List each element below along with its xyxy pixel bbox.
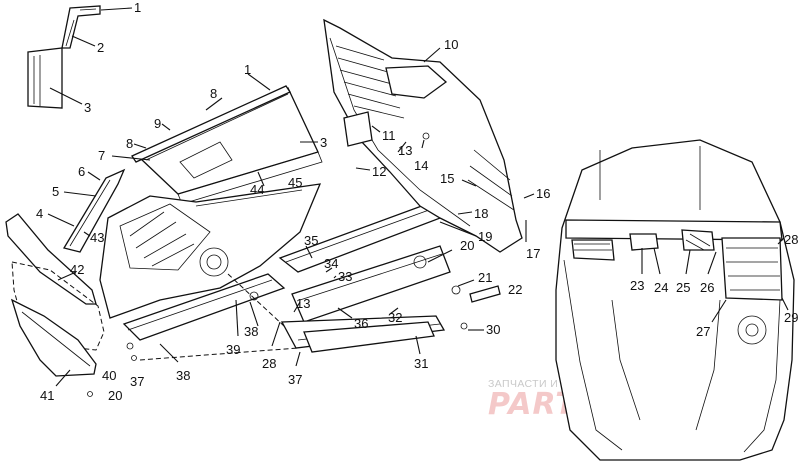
- callout-33: 33: [338, 269, 352, 284]
- callout-37: 37: [130, 374, 144, 389]
- side-trim: [47, 168, 126, 253]
- callout-16: 16: [536, 186, 550, 201]
- callout-20: 20: [108, 388, 122, 403]
- callout-28: 28: [262, 356, 276, 371]
- callout-13: 13: [398, 143, 412, 158]
- callout-7: 7: [98, 148, 105, 163]
- callout-43: 43: [90, 230, 104, 245]
- callout-8: 8: [126, 136, 133, 151]
- detail-inset-top-left: [27, 5, 133, 109]
- callout-6: 6: [78, 164, 85, 179]
- callout-26: 26: [700, 280, 714, 295]
- callout-2: 2: [97, 40, 104, 55]
- callout-19: 19: [478, 229, 492, 244]
- callout-29: 29: [784, 310, 798, 325]
- callout-45: 45: [288, 175, 302, 190]
- callouts: 1 2 3 1 8 9 3 8 7 6 5 4 43 44 45 42 41 2…: [36, 0, 798, 403]
- callout-30: 30: [486, 322, 500, 337]
- callout-1: 1: [244, 62, 251, 77]
- front-bumper: [5, 213, 105, 387]
- hood-body: [99, 171, 322, 319]
- callout-18: 18: [474, 206, 488, 221]
- callout-1: 1: [134, 0, 141, 15]
- callout-13: 13: [296, 296, 310, 311]
- callout-12: 12: [372, 164, 386, 179]
- callout-17: 17: [526, 246, 540, 261]
- callout-40: 40: [102, 368, 116, 383]
- callout-25: 25: [676, 280, 690, 295]
- side-panels: [122, 199, 484, 367]
- callout-23: 23: [630, 278, 644, 293]
- callout-9: 9: [154, 116, 161, 131]
- callout-10: 10: [444, 37, 458, 52]
- callout-11: 11: [382, 128, 396, 143]
- callout-8: 8: [210, 86, 217, 101]
- callout-37: 37: [288, 372, 302, 387]
- callout-35: 35: [304, 233, 318, 248]
- callout-38: 38: [176, 368, 190, 383]
- callout-38: 38: [244, 324, 258, 339]
- callout-44: 44: [250, 182, 264, 197]
- windshield: [111, 73, 323, 205]
- fasteners: [87, 249, 501, 397]
- callout-3: 3: [84, 100, 91, 115]
- callout-27: 27: [696, 324, 710, 339]
- callout-21: 21: [478, 270, 492, 285]
- callout-22: 22: [508, 282, 522, 297]
- callout-32: 32: [388, 310, 402, 325]
- callout-39: 39: [226, 342, 240, 357]
- callout-15: 15: [440, 171, 454, 186]
- callout-34: 34: [324, 256, 338, 271]
- callout-41: 41: [40, 388, 54, 403]
- callout-31: 31: [414, 356, 428, 371]
- callout-42: 42: [70, 262, 84, 277]
- callout-3: 3: [320, 135, 327, 150]
- callout-14: 14: [414, 158, 428, 173]
- callout-36: 36: [354, 316, 368, 331]
- side-body-right: [323, 18, 535, 253]
- callout-28: 28: [784, 232, 798, 247]
- callout-5: 5: [52, 184, 59, 199]
- callout-4: 4: [36, 206, 43, 221]
- hood-underside: [555, 139, 795, 461]
- callout-20: 20: [460, 238, 474, 253]
- callout-24: 24: [654, 280, 668, 295]
